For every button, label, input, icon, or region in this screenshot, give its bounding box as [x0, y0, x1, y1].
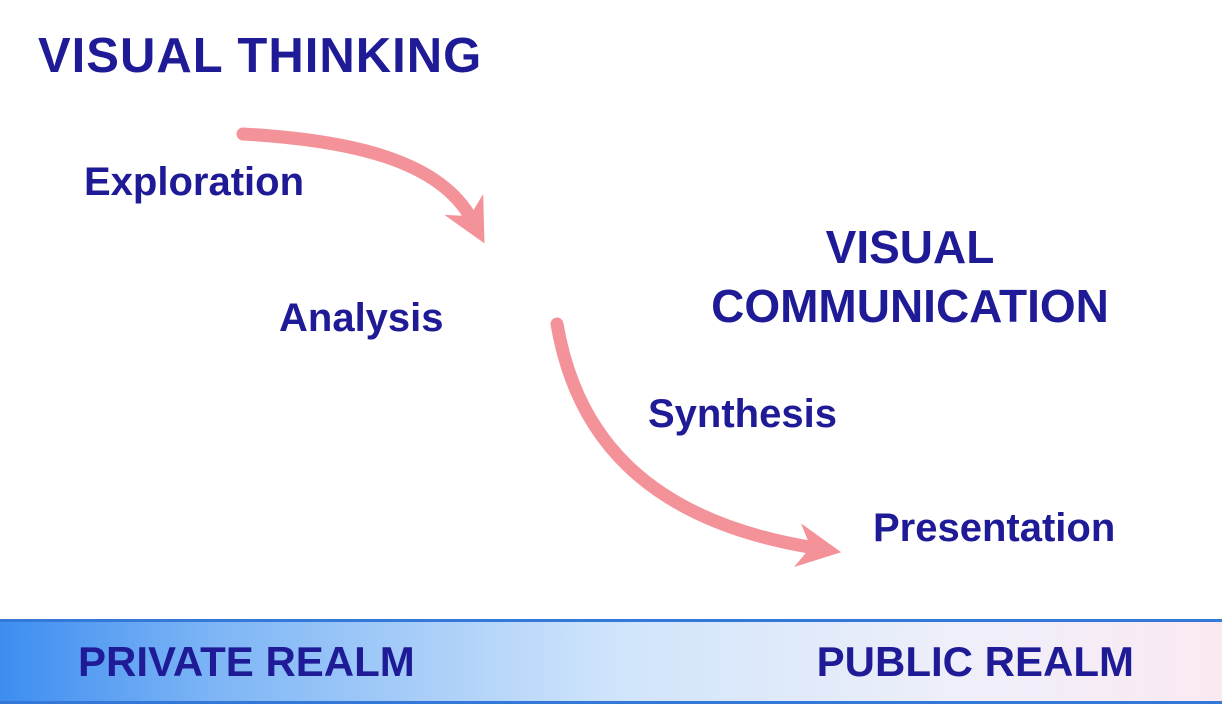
stage-synthesis-label: Synthesis — [648, 392, 837, 436]
stage-presentation-label: Presentation — [873, 506, 1116, 550]
realm-bar: PRIVATE REALM PUBLIC REALM — [0, 619, 1222, 704]
visual-thinking-title: VISUAL THINKING — [38, 29, 483, 83]
stage-exploration-label: Exploration — [84, 160, 305, 204]
visual-communication-line1: VISUAL — [825, 221, 995, 273]
public-realm-label: PUBLIC REALM — [816, 637, 1134, 685]
private-realm-label: PRIVATE REALM — [78, 637, 415, 685]
visual-communication-title: VISUAL COMMUNICATION — [660, 218, 1160, 336]
stage-analysis-label: Analysis — [279, 296, 444, 340]
visual-communication-line2: COMMUNICATION — [711, 279, 1109, 332]
